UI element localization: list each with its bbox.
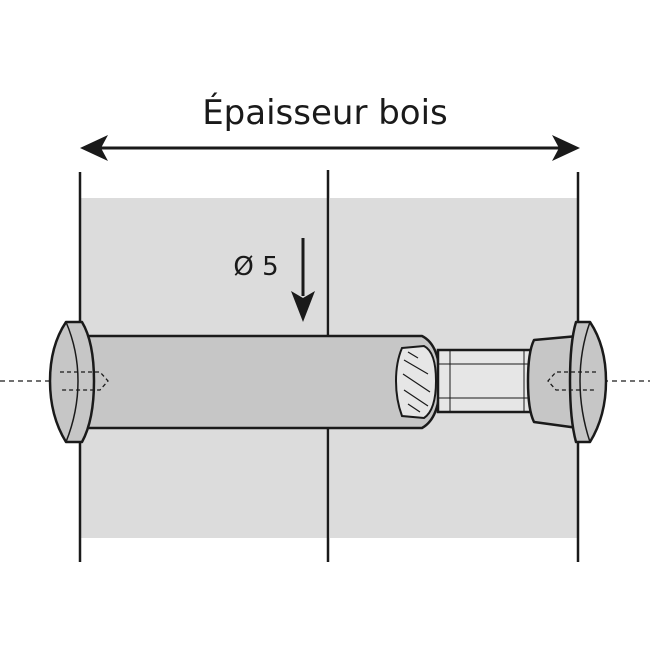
long-screw	[48, 320, 442, 444]
diameter-arrow	[291, 238, 315, 322]
dimension-label: Épaisseur bois	[202, 92, 448, 133]
diameter-label: Ø 5	[233, 252, 278, 282]
right-screw-head	[568, 320, 608, 444]
threaded-rod	[436, 348, 538, 414]
dimension-arrow	[80, 135, 580, 161]
short-screw	[526, 320, 608, 444]
